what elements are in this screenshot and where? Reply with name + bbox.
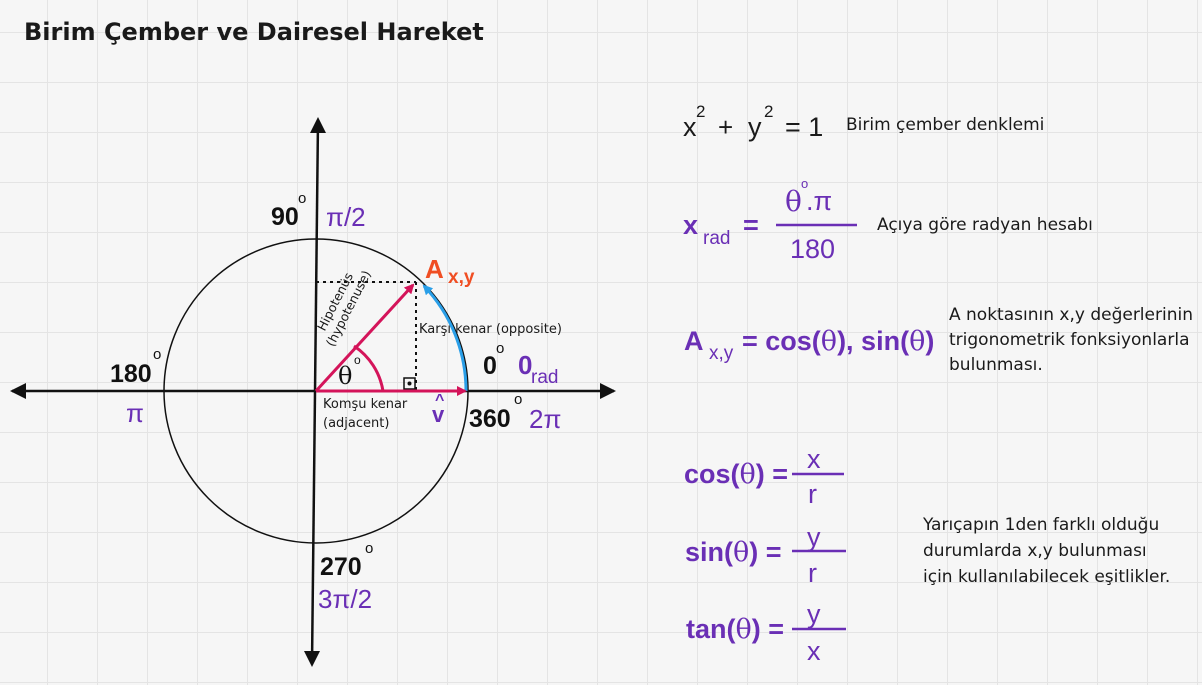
label-90-rad: π/2 — [326, 202, 366, 232]
v-hat-cap: ^ — [435, 392, 445, 409]
point-a-label: A — [425, 254, 444, 284]
xrad-num-degree: o — [801, 176, 809, 191]
eq-x: x — [683, 112, 697, 142]
x-axis-arrow-left — [10, 383, 26, 399]
degree-mark-180: o — [153, 346, 162, 363]
label-180-rad: π — [126, 398, 144, 428]
axy-desc-line2: trigonometrik fonksiyonlarla — [949, 330, 1190, 350]
eq-plus: + — [718, 112, 734, 142]
xrad-equals: = — [743, 210, 759, 240]
label-0-rad: 0 — [518, 350, 533, 380]
sin-lhs: sin(θ) = — [685, 537, 782, 568]
xrad-num-rest: .π — [806, 186, 833, 216]
degree-mark-270: o — [365, 540, 374, 557]
degree-mark-90: o — [298, 190, 307, 207]
cos-denominator: r — [808, 479, 817, 509]
degree-mark-360: o — [514, 391, 523, 408]
theta-degree-mark: o — [354, 353, 361, 367]
axy-sub: x,y — [709, 343, 734, 364]
point-a-subscript: x,y — [448, 267, 475, 288]
axy-a: A — [684, 326, 704, 356]
page-title: Birim Çember ve Dairesel Hareket — [24, 18, 484, 46]
label-180-deg: 180 — [110, 360, 152, 388]
radius-desc-line2: durumlarda x,y bulunması — [923, 541, 1147, 561]
tan-numerator: y — [807, 599, 821, 629]
xrad-description: Açıya göre radyan hesabı — [877, 215, 1093, 235]
eq-description: Birim çember denklemi — [846, 115, 1045, 135]
radius-desc-line3: için kullanılabilecek eşitlikler. — [923, 567, 1171, 587]
tan-denominator: x — [807, 636, 821, 666]
v-hat-label: v — [432, 402, 445, 427]
cos-lhs: cos(θ) = — [684, 459, 789, 490]
sin-numerator: y — [807, 522, 821, 552]
y-axis-arrow-bottom — [304, 651, 320, 667]
xrad-num-theta: θ — [785, 185, 802, 218]
y-axis — [310, 119, 320, 665]
axy-rhs: = cos(θ), sin(θ) — [742, 326, 935, 357]
theta-angle-label: θ — [338, 362, 353, 390]
label-90-deg: 90 — [271, 203, 299, 231]
label-0-rad-sub: rad — [531, 367, 559, 388]
adjacent-label-line1: Komşu kenar — [323, 397, 408, 412]
sin-denominator: r — [808, 558, 817, 588]
radius-desc-line1: Yarıçapın 1den farklı olduğu — [923, 515, 1160, 535]
label-270-rad: 3π/2 — [318, 584, 373, 614]
label-360-rad: 2π — [529, 404, 562, 434]
eq-rhs: = 1 — [785, 112, 824, 142]
hypotenuse-vector — [314, 283, 415, 393]
label-270-deg: 270 — [320, 553, 362, 581]
x-axis-arrow-right — [600, 383, 616, 399]
right-angle-dot — [407, 381, 412, 386]
opposite-label: Karşı kenar (opposite) — [419, 322, 562, 337]
label-360-deg: 360 — [469, 405, 511, 433]
label-0-deg: 0 — [483, 352, 497, 380]
xrad-x: x — [683, 210, 699, 240]
xrad-sub: rad — [703, 228, 731, 249]
right-angle-marker — [403, 377, 416, 390]
angle-arc — [353, 344, 385, 392]
tan-lhs: tan(θ) = — [686, 614, 785, 645]
eq-y-exp: 2 — [764, 102, 774, 121]
y-axis-arrow-top — [310, 117, 326, 133]
eq-x-exp: 2 — [696, 102, 706, 121]
cos-numerator: x — [807, 444, 821, 474]
adjacent-label-line2: (adjacent) — [323, 416, 390, 431]
degree-mark-0: o — [496, 340, 505, 357]
axy-desc-line3: bulunması. — [949, 355, 1043, 375]
arc-theta-blue — [422, 284, 468, 392]
eq-y: y — [748, 112, 762, 142]
axy-desc-line1: A noktasının x,y değerlerinin — [949, 305, 1193, 325]
xrad-denominator: 180 — [790, 234, 836, 264]
